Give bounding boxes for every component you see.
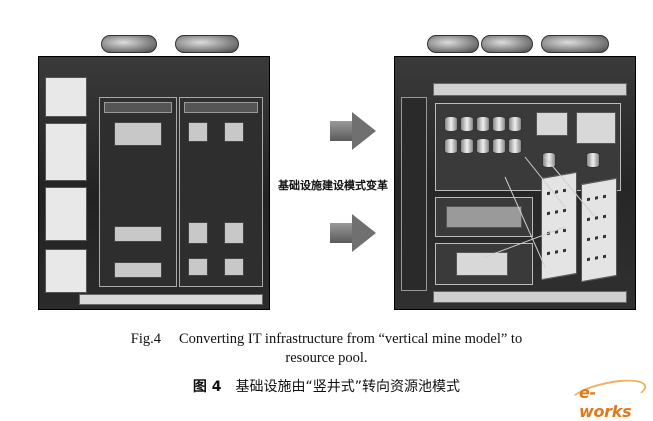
- network-cloud-1: [101, 35, 157, 53]
- network-device: [456, 252, 508, 276]
- server-cylinder: [476, 138, 490, 154]
- silo-storage-block: [224, 222, 244, 244]
- management-bottom-bar: [433, 291, 627, 303]
- compute-device: [536, 112, 568, 136]
- management-block-1: [45, 77, 87, 117]
- server-cylinder: [460, 138, 474, 154]
- figure: 基础设施建设模式变革: [38, 35, 636, 310]
- server-cylinder: [460, 116, 474, 132]
- management-block-4: [45, 249, 87, 293]
- caption-en-number: Fig.4: [130, 331, 162, 347]
- silo-network-block: [224, 258, 244, 276]
- server-cylinder: [492, 116, 506, 132]
- server-cylinder: [476, 116, 490, 132]
- silo-network-block: [188, 258, 208, 276]
- network-pool: [435, 243, 533, 285]
- silo-stack-1: [99, 97, 177, 287]
- transform-arrow-bottom: [330, 214, 376, 252]
- server-cylinder: [444, 138, 458, 154]
- network-cloud-2: [481, 35, 533, 53]
- silo-stack-2: [179, 97, 263, 287]
- compute-device: [576, 112, 616, 144]
- caption-cn-text: 基础设施由“竖井式”转向资源池模式: [235, 379, 461, 395]
- server-cylinder: [492, 138, 506, 154]
- silo-server-block: [188, 122, 208, 142]
- storage-device: [446, 206, 522, 228]
- management-block-3: [45, 187, 87, 241]
- left-bottom-bar: [79, 294, 263, 305]
- network-cloud-2: [175, 35, 239, 53]
- network-cloud-1: [427, 35, 479, 53]
- silo-server-block: [224, 122, 244, 142]
- storage-pool: [435, 197, 533, 237]
- server-cylinder: [542, 152, 556, 168]
- silo-server-block: [114, 122, 162, 146]
- data-center-management-column: [401, 97, 427, 291]
- silo-header: [184, 102, 258, 113]
- compute-pool: [435, 103, 621, 191]
- network-cloud-3: [541, 35, 609, 53]
- caption-en-line1: Converting IT infrastructure from “verti…: [179, 331, 523, 347]
- transform-label: 基础设施建设模式变革: [278, 179, 388, 192]
- e-works-logo: e-works: [567, 374, 649, 421]
- connection-lines: [484, 156, 596, 268]
- logo-text: e-works: [579, 383, 632, 421]
- silo-header: [104, 102, 172, 113]
- silo-network-block: [114, 262, 162, 278]
- server-cylinder: [508, 138, 522, 154]
- server-cylinder: [444, 116, 458, 132]
- transform-arrow-top: [330, 112, 376, 150]
- caption-cn-number: 图 4: [192, 379, 222, 395]
- resource-pool-diagram: [394, 35, 636, 310]
- silo-storage-block: [188, 222, 208, 244]
- server-cylinder: [508, 116, 522, 132]
- caption-en-line2: resource pool.: [285, 350, 368, 366]
- server-cylinder: [586, 152, 600, 168]
- network-bar: [433, 83, 627, 96]
- caption-chinese: 图 4 基础设施由“竖井式”转向资源池模式: [0, 376, 653, 396]
- caption-english: Fig.4 Converting IT infrastructure from “…: [0, 330, 653, 368]
- vertical-mine-diagram: [38, 35, 270, 310]
- silo-storage-block: [114, 226, 162, 242]
- management-block-2: [45, 123, 87, 181]
